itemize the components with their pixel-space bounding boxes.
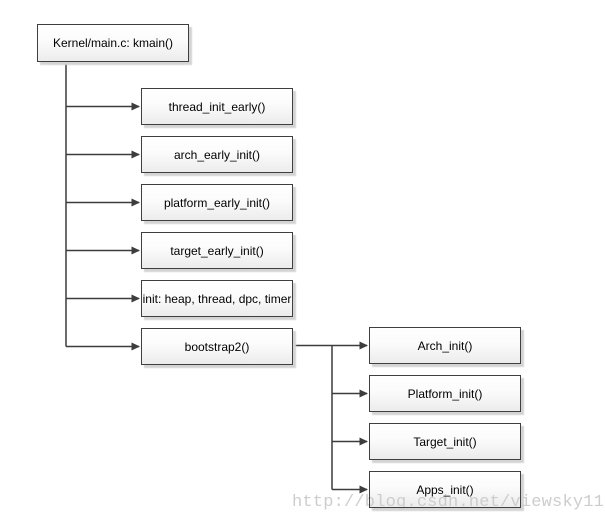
node-init-heap-thread-dpc-timer-label: init: heap, thread, dpc, timer: [142, 291, 292, 306]
watermark-text: http://blog.csdn.net/viewsky11: [292, 493, 605, 512]
node-arch-early-init: arch_early_init(): [141, 136, 293, 173]
node-target-early-init-label: target_early_init(): [170, 243, 264, 258]
node-target-init-label: Target_init(): [413, 434, 477, 449]
node-target-init: Target_init(): [369, 423, 521, 460]
node-platform-init-label: Platform_init(): [407, 386, 483, 401]
node-arch-init: Arch_init(): [369, 327, 521, 364]
node-apps-init: Apps_init(): [369, 471, 521, 508]
node-thread-init-early-label: thread_init_early(): [168, 99, 266, 114]
node-arch-early-init-label: arch_early_init(): [173, 147, 261, 162]
node-bootstrap2-label: bootstrap2(): [184, 339, 250, 354]
node-bootstrap2: bootstrap2(): [141, 328, 293, 365]
node-arch-init-label: Arch_init(): [417, 338, 473, 353]
node-apps-init-label: Apps_init(): [416, 482, 474, 497]
node-thread-init-early: thread_init_early(): [141, 88, 293, 125]
node-target-early-init: target_early_init(): [141, 232, 293, 269]
node-kmain-label: Kernel/main.c: kmain(): [52, 36, 174, 50]
node-platform-early-init: platform_early_init(): [141, 184, 293, 221]
node-platform-early-init-label: platform_early_init(): [163, 195, 271, 210]
node-platform-init: Platform_init(): [369, 375, 521, 412]
node-init-heap-thread-dpc-timer: init: heap, thread, dpc, timer: [141, 280, 293, 317]
node-kmain: Kernel/main.c: kmain(): [37, 24, 189, 62]
